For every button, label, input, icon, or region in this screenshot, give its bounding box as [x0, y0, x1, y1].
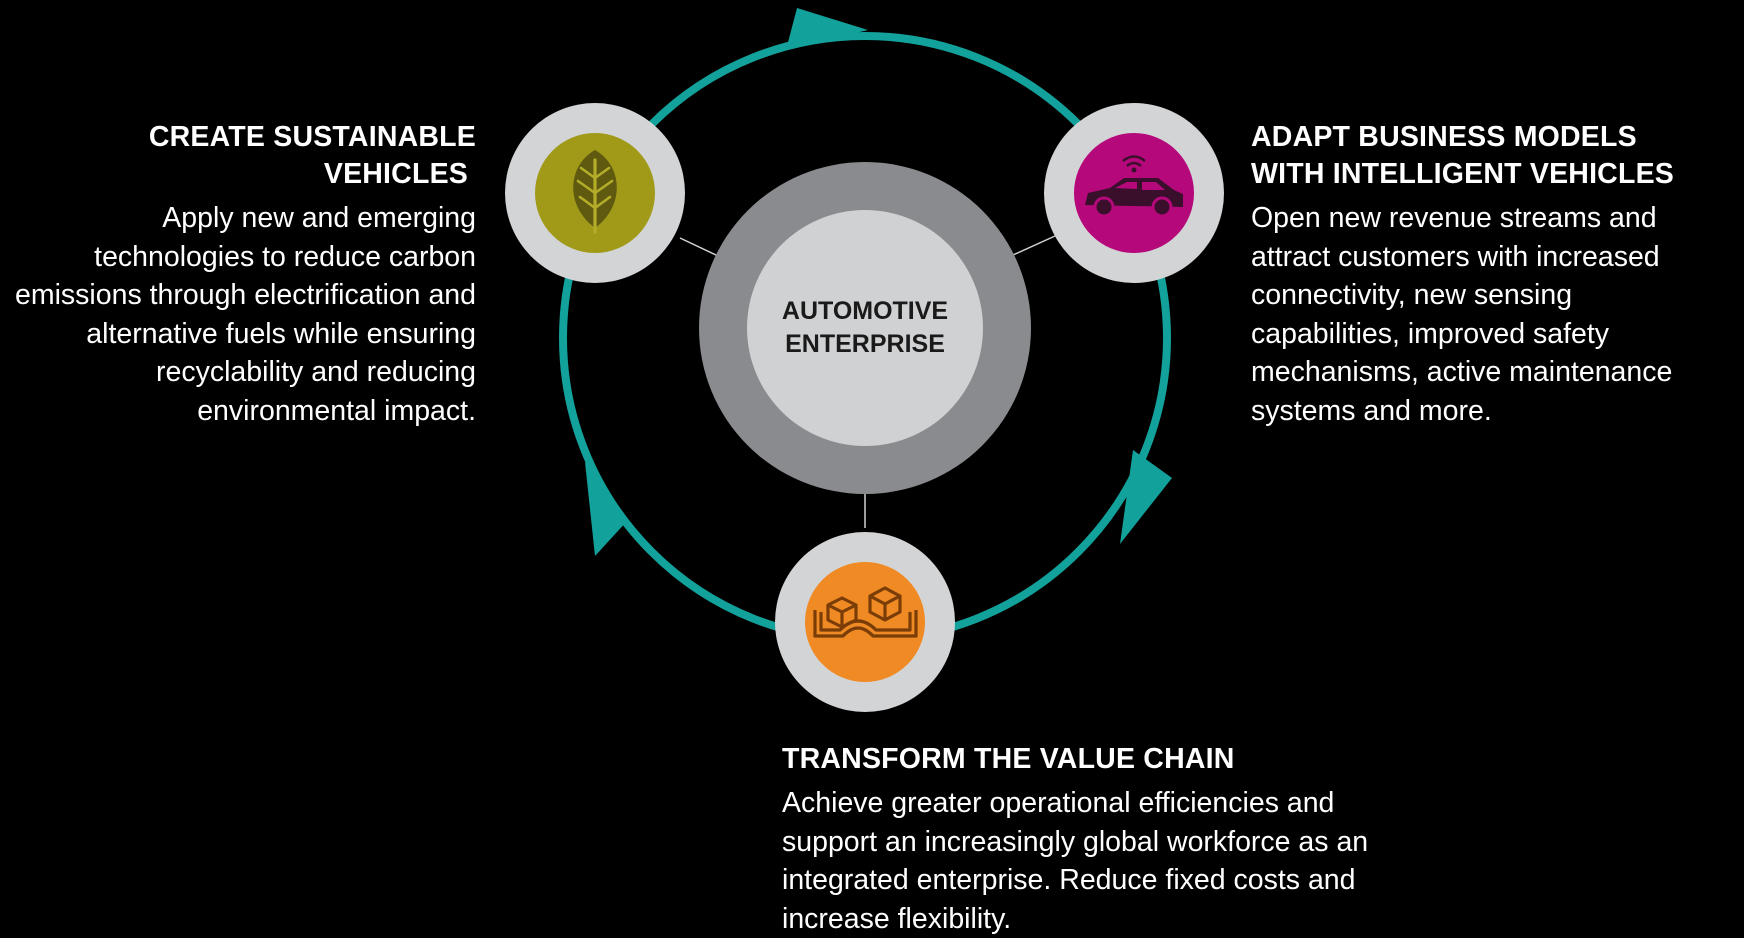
supply-chain-icon	[813, 586, 918, 638]
sustainable-vehicles-text: CREATE SUSTAINABLE VEHICLES Apply new and…	[0, 119, 476, 430]
intelligent-vehicles-text: ADAPT BUSINESS MODELS WITH INTELLIGENT VE…	[1251, 119, 1744, 430]
leaf-icon	[573, 150, 617, 234]
intelligent-vehicles-body: Open new revenue streams and attract cus…	[1251, 202, 1673, 427]
arrowhead-top	[786, 8, 868, 50]
heading-line1: ADAPT BUSINESS MODELS	[1251, 121, 1637, 153]
arrowhead-right	[1120, 450, 1172, 544]
heading-line2: WITH INTELLIGENT VEHICLES	[1251, 158, 1674, 190]
sustainable-vehicles-heading: CREATE SUSTAINABLE VEHICLES	[0, 119, 476, 193]
connected-car-icon	[1085, 155, 1183, 218]
value-chain-text: TRANSFORM THE VALUE CHAIN Achieve greate…	[782, 741, 1422, 938]
sustainable-vehicles-body: Apply new and emerging technologies to r…	[15, 202, 476, 427]
value-chain-body: Achieve greater operational efficiencies…	[782, 787, 1369, 935]
heading-line1: CREATE SUSTAINABLE	[148, 121, 476, 153]
value-chain-heading: TRANSFORM THE VALUE CHAIN	[782, 743, 1235, 775]
heading-line2: VEHICLES	[323, 158, 468, 190]
node-value-chain	[775, 532, 955, 712]
center-label-line1: AUTOMOTIVE	[782, 297, 948, 325]
center-inner-disc	[747, 210, 983, 446]
intelligent-vehicles-heading: ADAPT BUSINESS MODELS WITH INTELLIGENT VE…	[1251, 119, 1744, 193]
node-intelligent-vehicles	[1044, 103, 1224, 283]
node-sustainable-vehicles	[505, 103, 685, 283]
center-label-line2: ENTERPRISE	[785, 330, 945, 358]
arrowhead-left	[585, 462, 628, 556]
